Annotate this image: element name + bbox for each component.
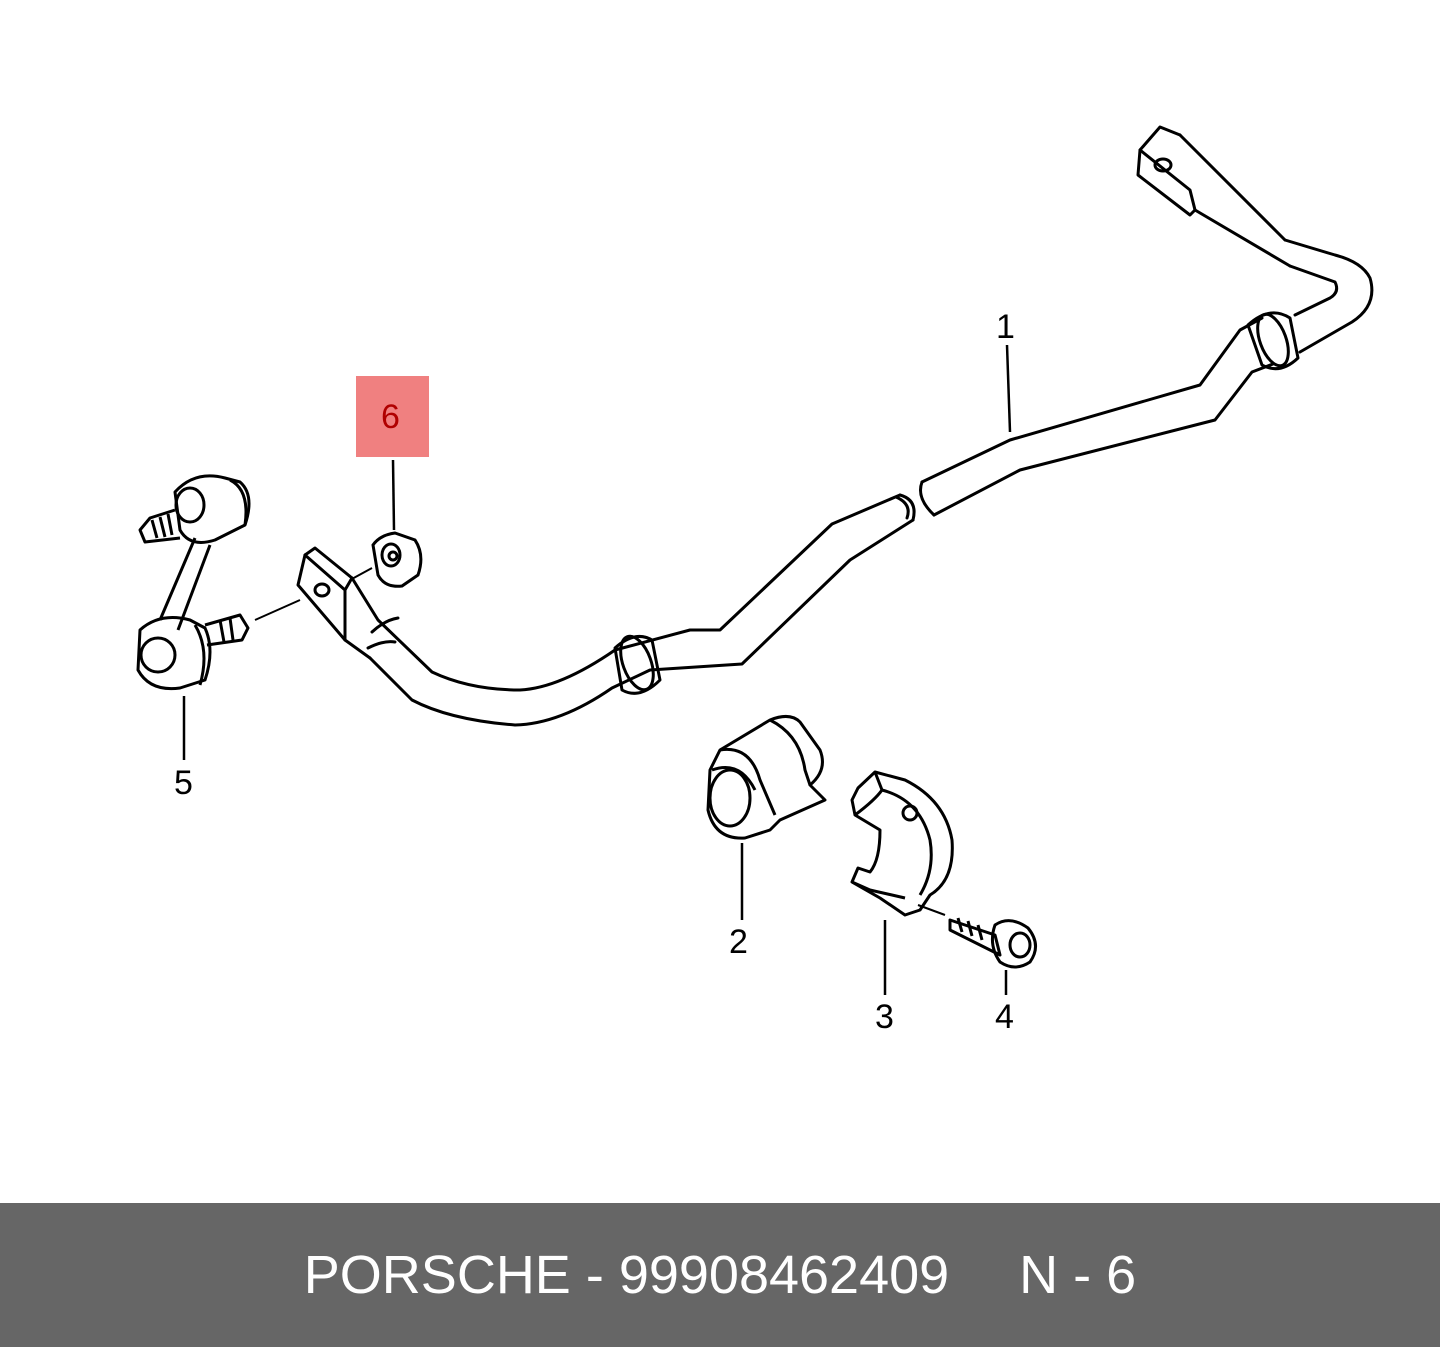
callout-6-highlight bbox=[356, 376, 429, 457]
nut-part bbox=[349, 531, 423, 588]
coupling-link bbox=[136, 474, 301, 691]
bushing-part bbox=[706, 715, 827, 840]
callout-5-label: 5 bbox=[174, 764, 193, 802]
leader-lines bbox=[182, 344, 1012, 995]
clamp-part bbox=[850, 770, 954, 917]
footer-bar: PORSCHE - 99908462409 N - 6 bbox=[0, 1203, 1440, 1347]
callout-3-label: 3 bbox=[875, 998, 894, 1036]
callout-2-label: 2 bbox=[729, 923, 748, 961]
stabilizer-bar bbox=[296, 125, 1374, 727]
callout-4-label: 4 bbox=[995, 998, 1014, 1036]
parts-diagram: 1 2 3 4 5 6 bbox=[136, 125, 1374, 1036]
bolt-part bbox=[917, 904, 1037, 969]
part-number-caption: PORSCHE - 99908462409 bbox=[303, 1245, 950, 1305]
position-caption: N - 6 bbox=[1019, 1245, 1137, 1305]
callout-6-label: 6 bbox=[381, 398, 400, 436]
callout-1-label: 1 bbox=[996, 308, 1015, 346]
